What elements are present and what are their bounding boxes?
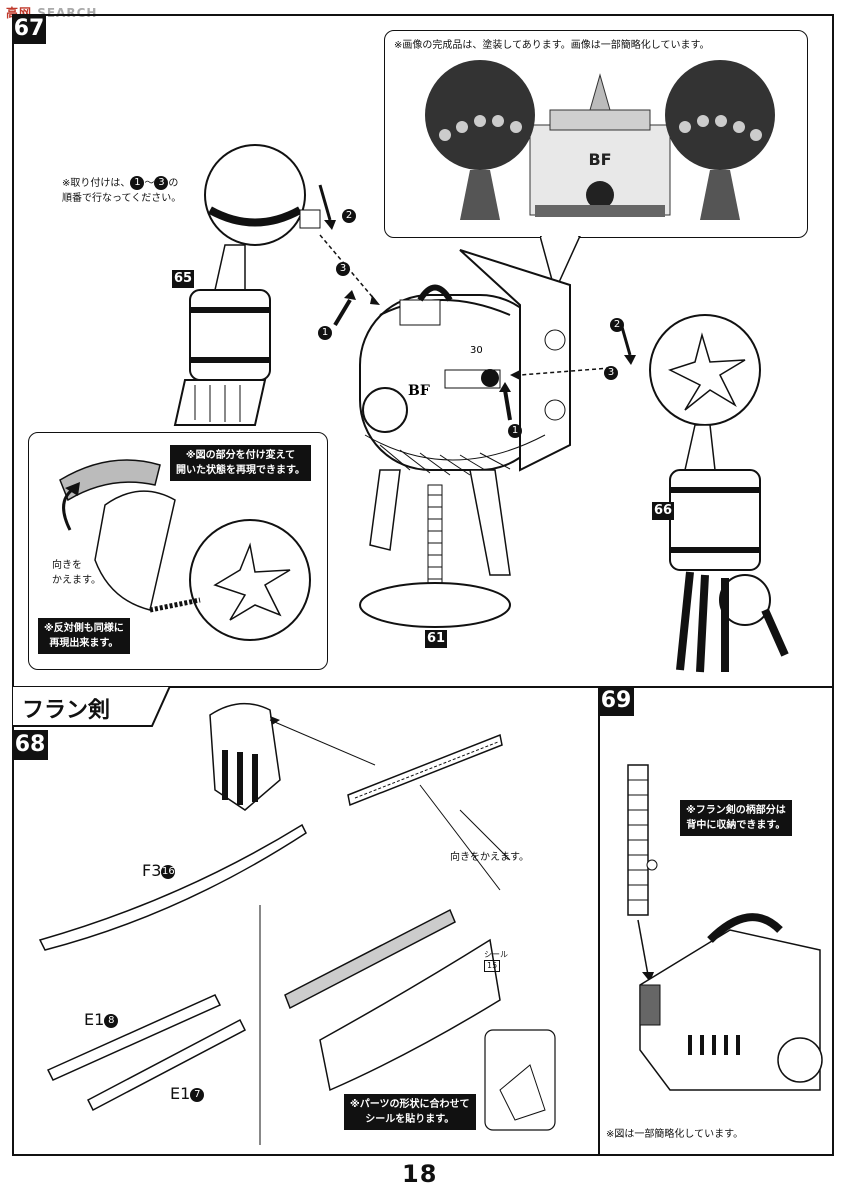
part-e1a-code: E1	[84, 1010, 105, 1029]
finished-photo: BF	[425, 60, 775, 220]
sword-drawing	[38, 702, 556, 1145]
page-number: 18	[402, 1160, 438, 1188]
part-e1b-num: 7	[190, 1087, 205, 1102]
sticker-note: ※パーツの形状に合わせて シールを貼ります。	[344, 1094, 476, 1130]
photo-mark: BF	[588, 150, 611, 169]
storage-drawing	[627, 764, 823, 1091]
part-f3-code: F3	[142, 861, 162, 880]
part-label-left-arm: 65	[172, 270, 194, 288]
storage-note-line1: ※フラン剣の柄部分は	[686, 805, 786, 816]
order-note-line1-end: の	[168, 178, 179, 189]
inset-note-2-line2: 再現出来ます。	[49, 638, 119, 649]
inset-note-2-line1: ※反対側も同様に	[44, 623, 124, 634]
watermark-suffix: SEARCH	[37, 6, 98, 20]
sticker-note-line2: シールを貼ります。	[365, 1114, 455, 1125]
inset-turn-note: 向きを かえます。	[52, 558, 101, 588]
storage-note-line2: 背中に収納できます。	[686, 820, 786, 831]
photo-callout-note: ※画像の完成品は、塗装してあります。画像は一部簡略化しています。	[394, 40, 710, 51]
part-label-right-arm: 66	[652, 502, 674, 520]
right-arm-drawing	[649, 314, 789, 673]
order-note-range: 〜	[144, 178, 155, 189]
order-note-line2: 順番で行なってください。	[62, 193, 182, 204]
step-67-number: 67	[12, 14, 46, 44]
inset-note-2: ※反対側も同様に 再現出来ます。	[38, 618, 130, 654]
inset-note-1-line1: ※図の部分を付け変えて	[185, 450, 296, 461]
order-from-badge: 1	[130, 176, 145, 190]
storage-note: ※フラン剣の柄部分は 背中に収納できます。	[680, 800, 792, 836]
body-mark: BF	[408, 383, 430, 399]
part-e1a-num: 8	[104, 1013, 119, 1028]
seal-num: 15	[484, 960, 501, 972]
step-69-number: 69	[598, 686, 634, 716]
inset-drawing	[59, 459, 311, 641]
inset-turn-line1: 向きを	[52, 560, 82, 571]
section-title-tab	[12, 686, 172, 727]
simplified-note: ※図は一部簡略化しています。	[606, 1129, 744, 1140]
arrow-label-2-left: 2	[342, 205, 356, 224]
part-label-body: 61	[425, 630, 447, 648]
section-title: フラン剣	[22, 698, 111, 723]
photo-callout-tail	[540, 236, 581, 294]
part-f3-num: 16	[161, 864, 176, 879]
order-note-line1: ※取り付けは、	[62, 178, 131, 189]
arrow-label-1-right: 1	[508, 420, 522, 439]
arrow-label-3-left: 3	[336, 258, 350, 277]
arrow-label-1-left: 1	[318, 322, 332, 341]
sticker-note-line1: ※パーツの形状に合わせて	[350, 1099, 470, 1110]
sword-turn-note: 向きをかえます。	[450, 852, 529, 863]
left-arm-drawing	[173, 144, 321, 426]
inset-note-1: ※図の部分を付け変えて 開いた状態を再現できます。	[170, 445, 311, 481]
part-f3-label: F316	[142, 861, 176, 880]
step-68-number: 68	[12, 730, 48, 760]
body-drawing: BF 30	[359, 249, 571, 628]
step-69-panel	[598, 686, 834, 1156]
inset-turn-line2: かえます。	[52, 575, 101, 586]
seal-ref: シール 15	[484, 950, 508, 972]
part-e1b-code: E1	[170, 1084, 191, 1103]
body-num: 30	[470, 345, 483, 356]
arrow-label-2-right: 2	[610, 314, 624, 333]
inset-note-1-line2: 開いた状態を再現できます。	[176, 465, 305, 476]
arrow-label-3-right: 3	[604, 362, 618, 381]
order-to-badge: 3	[154, 176, 169, 190]
seal-label: シール	[484, 950, 508, 959]
